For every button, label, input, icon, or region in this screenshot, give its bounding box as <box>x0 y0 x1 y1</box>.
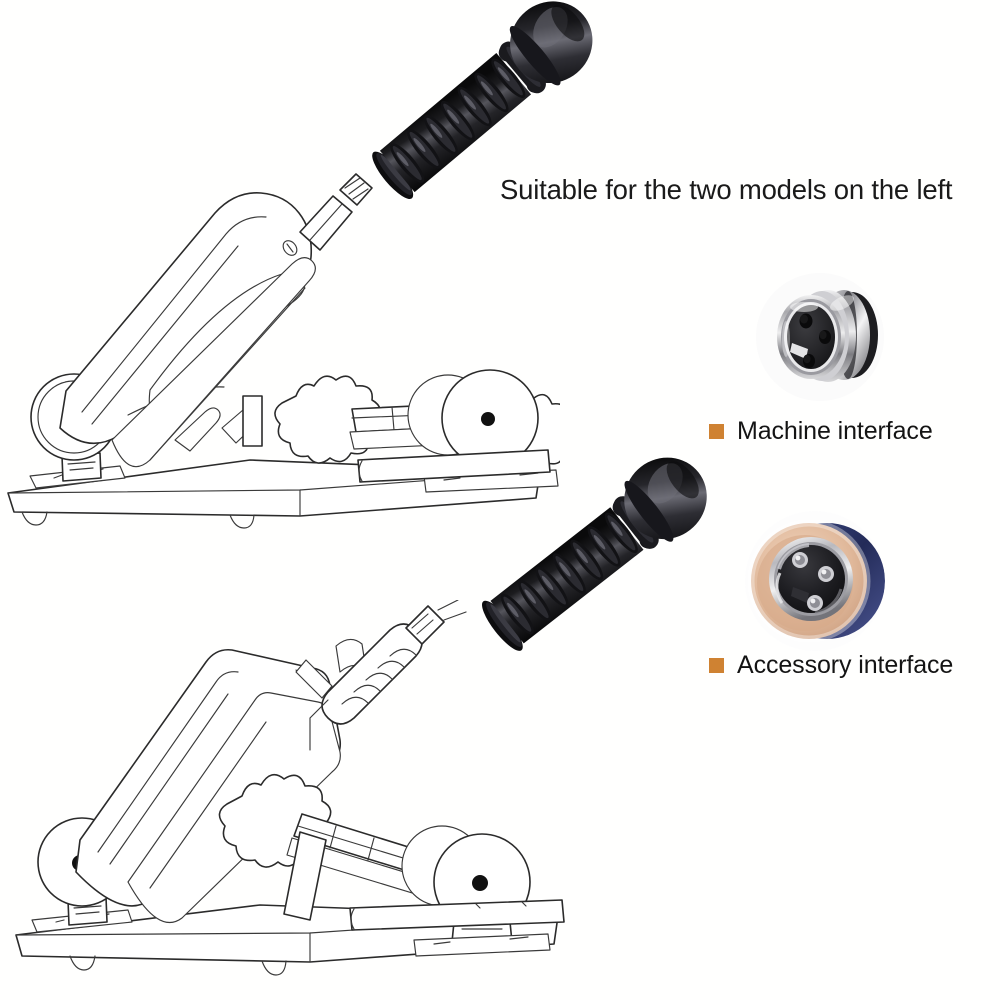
machine-top-illustration <box>0 160 560 540</box>
callout-machine-interface: Machine interface <box>709 417 933 446</box>
bullet-square-icon <box>709 424 724 439</box>
machine-interface-connector-photo <box>756 273 884 401</box>
bullet-square-icon <box>709 658 724 673</box>
machine-bottom-illustration <box>10 600 590 1000</box>
accessory-interface-connector-graphic <box>745 511 885 651</box>
accessory-interface-connector-photo <box>745 511 885 651</box>
machine-top-linedrawing <box>7 173 560 529</box>
page-title: Suitable for the two models on the left <box>500 174 953 205</box>
machine-interface-connector-graphic <box>756 273 884 401</box>
ribbed-attachment-bottom <box>448 450 738 660</box>
callout-accessory-interface-label: Accessory interface <box>737 651 954 679</box>
machine-bottom-linedrawing <box>15 600 565 976</box>
callout-machine-interface-label: Machine interface <box>737 417 933 445</box>
ribbed-attachment-top <box>330 0 630 212</box>
ribbed-attachment-bottom-graphic <box>482 457 707 651</box>
callout-accessory-interface: Accessory interface <box>709 651 953 680</box>
ribbed-attachment-top-graphic <box>372 1 593 199</box>
bellows-rod-cover <box>309 623 423 751</box>
